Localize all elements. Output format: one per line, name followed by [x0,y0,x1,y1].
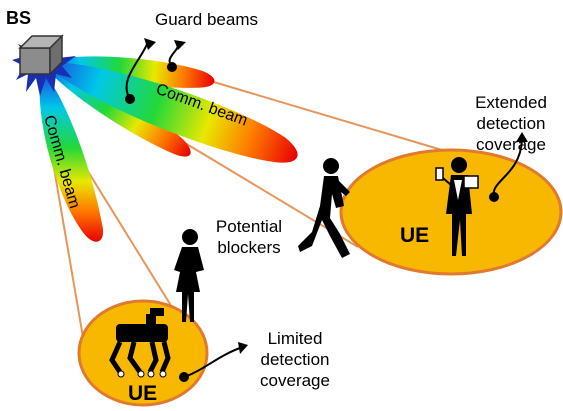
guard-beam-marker [125,94,135,104]
standing-woman-icon [174,229,204,322]
arrow-icon [125,38,186,100]
quadruped-robot-icon [109,308,171,378]
extended-coverage-line: Extended [475,93,547,112]
base-station-label: BS [6,8,32,28]
extended-coverage-label: Extended detection coverage [466,92,556,155]
walking-person-icon [298,158,350,258]
comm-beam-vertical [39,70,104,242]
limited-coverage-line: Limited [267,329,323,348]
extended-coverage-marker [489,192,499,202]
limited-coverage-marker [179,372,189,382]
potential-blockers-line: blockers [217,238,281,257]
limited-coverage-area [77,299,209,407]
limited-coverage-line: coverage [260,371,330,390]
comm-beam-diagonal [42,61,298,163]
ue-label-left: UE [128,382,158,405]
limited-coverage-line: detection [260,350,330,369]
base-station-box-icon [18,34,64,76]
potential-blockers-label: Potential blockers [206,216,292,258]
arrow-icon [183,342,248,378]
ue-label-right: UE [400,224,430,247]
extended-coverage-line: coverage [476,135,546,154]
guard-beam-marker [167,62,177,72]
potential-blockers-line: Potential [215,217,283,236]
extended-coverage-line: detection [476,114,546,133]
guard-beams-label: Guard beams [155,10,258,29]
businesswoman-icon [435,157,479,256]
limited-coverage-label: Limited detection coverage [250,328,340,391]
